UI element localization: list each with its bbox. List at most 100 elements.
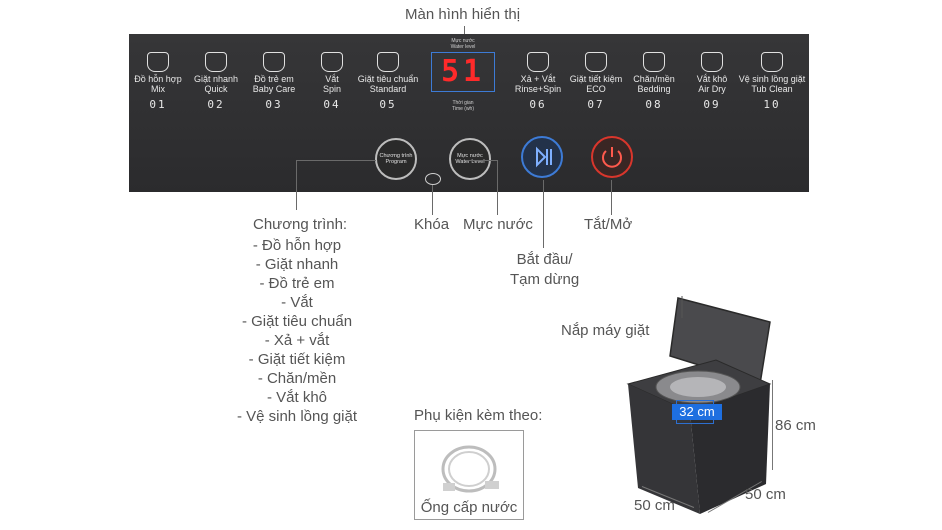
program-button[interactable]: Chương trình Program bbox=[375, 138, 417, 180]
lock-icon bbox=[425, 173, 441, 185]
eco-icon bbox=[585, 52, 607, 72]
power-leader bbox=[611, 180, 612, 215]
program-label-vi: Vắt bbox=[325, 74, 339, 84]
program-list-item: - Xả + vắt bbox=[264, 332, 330, 349]
program-mix[interactable]: Đồ hỗn hợp Mix 01 bbox=[127, 52, 189, 111]
time-indicator-label: Thời gian Time (wh) bbox=[431, 100, 495, 112]
program-list-item: - Vệ sinh lồng giặt bbox=[236, 408, 358, 425]
program-label-vi: Chăn/mền bbox=[633, 74, 675, 84]
program-leader-horizontal bbox=[296, 160, 376, 161]
power-callout: Tắt/Mở bbox=[584, 216, 633, 233]
program-label-en: Air Dry bbox=[698, 84, 726, 94]
air-dry-icon bbox=[701, 52, 723, 72]
program-quick[interactable]: Giặt nhanh Quick 02 bbox=[185, 52, 247, 111]
start-pause-callout: Bắt đầu/ Tạm dừng bbox=[510, 251, 580, 288]
display-label: Màn hình hiển thị bbox=[405, 6, 521, 23]
power-button[interactable] bbox=[591, 136, 633, 178]
rinse-spin-icon bbox=[527, 52, 549, 72]
program-list-item: - Giặt tiết kiệm bbox=[248, 351, 346, 368]
digital-display: 51 bbox=[431, 52, 495, 92]
program-label-en: Rinse+Spin bbox=[514, 84, 562, 94]
program-button-vi: Chương trình bbox=[379, 153, 413, 159]
program-label-en: Standard bbox=[369, 84, 407, 94]
baby-care-icon bbox=[263, 52, 285, 72]
program-rinse-spin[interactable]: Xả + Vắt Rinse+Spin 06 bbox=[507, 52, 569, 111]
water-level-en: Water level bbox=[450, 44, 476, 50]
program-number: 02 bbox=[207, 98, 225, 111]
program-label-en: Tub Clean bbox=[751, 84, 793, 94]
quick-wash-icon bbox=[205, 52, 227, 72]
program-label-vi: Giặt tiêu chuẩn bbox=[357, 74, 419, 84]
water-level-indicator-label: Mực nước Water level bbox=[431, 38, 495, 50]
program-tub-clean[interactable]: Vệ sinh lồng giặt Tub Clean 10 bbox=[737, 52, 807, 111]
program-label-en: Baby Care bbox=[252, 84, 296, 94]
program-spin[interactable]: Vắt Spin 04 bbox=[301, 52, 363, 111]
program-number: 01 bbox=[149, 98, 167, 111]
time-vi: Thời gian bbox=[452, 100, 474, 106]
drum-diameter-label: 32 cm bbox=[672, 404, 722, 420]
play-pause-icon bbox=[536, 146, 552, 168]
program-number: 10 bbox=[763, 98, 781, 111]
program-list-item: - Đồ hỗn hợp bbox=[252, 237, 342, 254]
water-level-button-en: Water Level bbox=[455, 159, 485, 165]
control-panel: Đồ hỗn hợp Mix 01 Giặt nhanh Quick 02 Đồ… bbox=[129, 34, 809, 192]
accessory-title: Phụ kiện kèm theo: bbox=[414, 407, 543, 424]
program-number: 09 bbox=[703, 98, 721, 111]
water-level-button-vi: Mực nước bbox=[457, 153, 483, 159]
program-list-item: - Giặt tiêu chuẩn bbox=[241, 313, 353, 330]
accessory-name: Ống cấp nước bbox=[420, 499, 518, 516]
program-list-item: - Vắt khô bbox=[266, 389, 328, 406]
width-label: 50 cm bbox=[745, 486, 786, 503]
program-label-en: Quick bbox=[204, 84, 228, 94]
program-label-en: Spin bbox=[322, 84, 341, 94]
program-bedding[interactable]: Chăn/mền Bedding 08 bbox=[623, 52, 685, 111]
mix-clothes-icon bbox=[147, 52, 169, 72]
program-label-en: Bedding bbox=[637, 84, 671, 94]
program-leader-vertical bbox=[296, 160, 297, 210]
power-icon bbox=[602, 147, 622, 168]
program-label-vi: Vệ sinh lồng giặt bbox=[738, 74, 806, 84]
program-standard[interactable]: Giặt tiêu chuẩn Standard 05 bbox=[355, 52, 421, 111]
program-number: 06 bbox=[529, 98, 547, 111]
program-number: 03 bbox=[265, 98, 283, 111]
start-pause-button[interactable] bbox=[521, 136, 563, 178]
water-leader bbox=[497, 160, 498, 215]
water-leader-horizontal bbox=[466, 160, 498, 161]
height-dimension-line bbox=[772, 380, 773, 470]
water-level-button[interactable]: Mực nước Water Level bbox=[449, 138, 491, 180]
standard-wash-icon bbox=[377, 52, 399, 72]
water-level-callout: Mực nước bbox=[463, 216, 533, 233]
program-list-item: - Đồ trẻ em bbox=[259, 275, 335, 292]
program-label-vi: Đồ hỗn hợp bbox=[134, 74, 182, 84]
program-baby-care[interactable]: Đồ trẻ em Baby Care 03 bbox=[243, 52, 305, 111]
program-label-vi: Giặt tiết kiệm bbox=[569, 74, 623, 84]
program-button-en: Program bbox=[385, 159, 407, 165]
program-callout: Chương trình: bbox=[253, 216, 348, 233]
program-number: 04 bbox=[323, 98, 341, 111]
program-label-en: Mix bbox=[151, 84, 165, 94]
program-eco[interactable]: Giặt tiết kiệm ECO 07 bbox=[565, 52, 627, 111]
program-label-vi: Xả + Vắt bbox=[520, 74, 556, 84]
start-leader bbox=[543, 180, 544, 248]
program-label-en: ECO bbox=[586, 84, 606, 94]
program-number: 07 bbox=[587, 98, 605, 111]
program-number: 05 bbox=[379, 98, 397, 111]
water-level-vi: Mực nước bbox=[451, 38, 475, 44]
program-air-dry[interactable]: Vắt khô Air Dry 09 bbox=[681, 52, 743, 111]
program-list-item: - Giặt nhanh bbox=[255, 256, 339, 273]
water-hose-icon bbox=[441, 445, 499, 493]
spin-icon bbox=[321, 52, 343, 72]
lock-leader bbox=[432, 185, 433, 215]
accessory-box: Ống cấp nước bbox=[414, 430, 524, 520]
program-label-vi: Đồ trẻ em bbox=[254, 74, 294, 84]
height-label: 86 cm bbox=[775, 417, 816, 434]
lid-callout: Nắp máy giặt bbox=[561, 322, 650, 339]
bedding-icon bbox=[643, 52, 665, 72]
program-list-item: - Vắt bbox=[281, 294, 313, 311]
time-en: Time (wh) bbox=[451, 106, 475, 112]
program-list-item: - Chăn/mền bbox=[257, 370, 337, 387]
program-list: - Đồ hỗn hợp - Giặt nhanh - Đồ trẻ em - … bbox=[232, 236, 362, 426]
depth-label: 50 cm bbox=[634, 497, 675, 514]
program-number: 08 bbox=[645, 98, 663, 111]
program-label-vi: Giặt nhanh bbox=[193, 74, 239, 84]
